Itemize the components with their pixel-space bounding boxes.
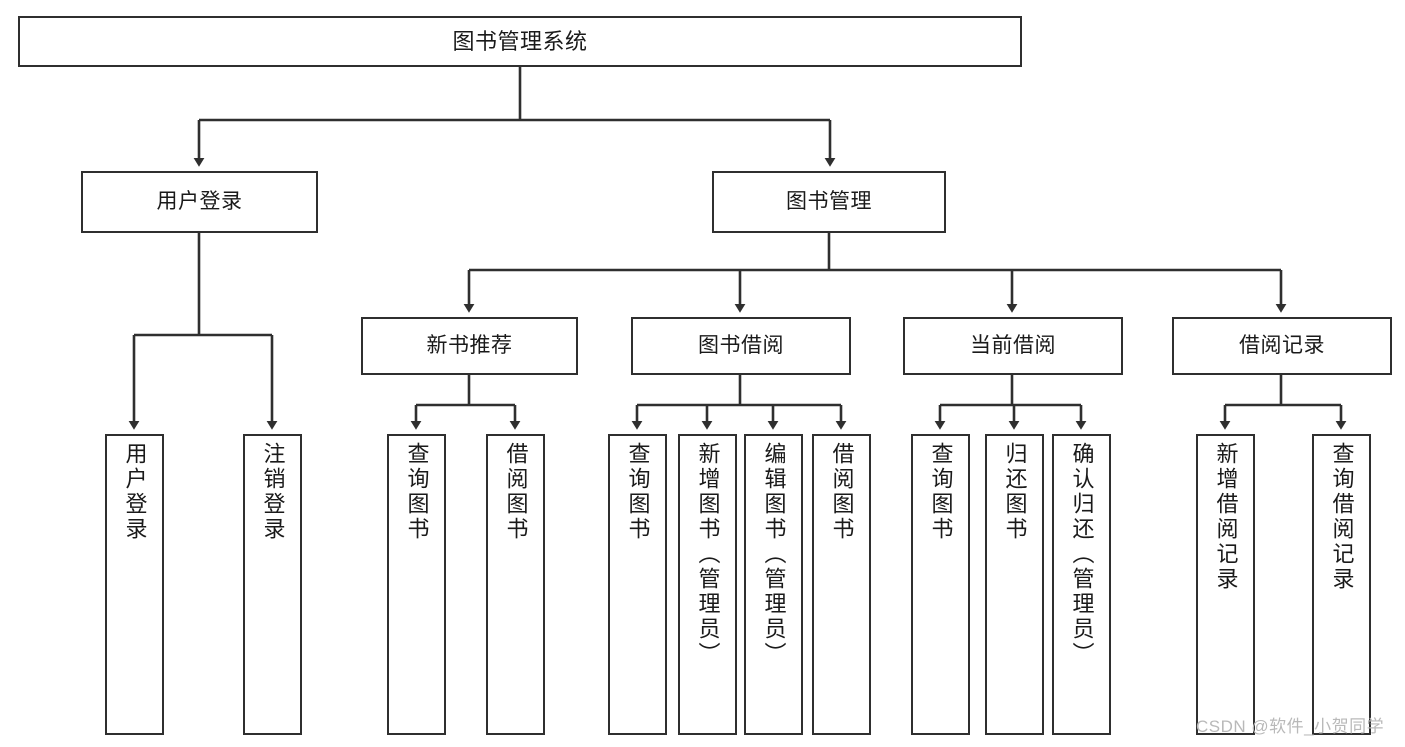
node-book-borrow[interactable]: 图书借阅: [631, 317, 851, 375]
node-leaf-confirm-return[interactable]: 确认归还（管理员）: [1052, 434, 1111, 735]
node-leaf-user-login[interactable]: 用户登录: [105, 434, 164, 735]
node-user-login-label: 用户登录: [156, 189, 243, 213]
node-current-borrow-label: 当前借阅: [970, 333, 1056, 357]
node-leaf-user-logout[interactable]: 注销登录: [243, 434, 302, 735]
node-leaf-query-book-borrow[interactable]: 查询图书: [608, 434, 667, 735]
node-leaf-edit-book[interactable]: 编辑图书（管理员）: [744, 434, 803, 735]
node-leaf-return-book-label: 归还图书: [1002, 442, 1028, 542]
node-borrow-record-label: 借阅记录: [1239, 333, 1325, 357]
node-leaf-return-book[interactable]: 归还图书: [985, 434, 1044, 735]
node-leaf-query-book-recommend-label: 查询图书: [404, 442, 430, 542]
node-leaf-borrow-book-recommend[interactable]: 借阅图书: [486, 434, 545, 735]
node-book-manage[interactable]: 图书管理: [712, 171, 946, 233]
node-root[interactable]: 图书管理系统: [18, 16, 1022, 67]
node-leaf-edit-book-label: 编辑图书（管理员）: [761, 442, 787, 667]
node-new-book-recommend[interactable]: 新书推荐: [361, 317, 578, 375]
node-book-borrow-label: 图书借阅: [698, 333, 784, 357]
node-leaf-confirm-return-label: 确认归还（管理员）: [1069, 442, 1095, 667]
node-leaf-query-book-current[interactable]: 查询图书: [911, 434, 970, 735]
node-leaf-query-borrow-record-label: 查询借阅记录: [1329, 442, 1355, 592]
node-leaf-borrow-book[interactable]: 借阅图书: [812, 434, 871, 735]
node-new-book-recommend-label: 新书推荐: [426, 333, 513, 357]
node-leaf-borrow-book-recommend-label: 借阅图书: [503, 442, 529, 542]
node-leaf-add-book[interactable]: 新增图书（管理员）: [678, 434, 737, 735]
node-leaf-query-book-borrow-label: 查询图书: [625, 442, 651, 542]
node-leaf-add-borrow-record-label: 新增借阅记录: [1213, 442, 1239, 592]
node-user-login[interactable]: 用户登录: [81, 171, 318, 233]
node-root-label: 图书管理系统: [452, 28, 588, 54]
node-leaf-user-logout-label: 注销登录: [260, 442, 286, 542]
node-leaf-query-book-recommend[interactable]: 查询图书: [387, 434, 446, 735]
node-leaf-query-book-current-label: 查询图书: [928, 442, 954, 542]
node-leaf-add-book-label: 新增图书（管理员）: [695, 442, 721, 667]
node-leaf-user-login-label: 用户登录: [122, 442, 148, 542]
csdn-watermark: CSDN @软件_小贺同学: [1196, 717, 1385, 736]
node-book-manage-label: 图书管理: [786, 189, 872, 213]
node-leaf-query-borrow-record[interactable]: 查询借阅记录: [1312, 434, 1371, 735]
node-leaf-borrow-book-label: 借阅图书: [829, 442, 855, 542]
node-leaf-add-borrow-record[interactable]: 新增借阅记录: [1196, 434, 1255, 735]
node-borrow-record[interactable]: 借阅记录: [1172, 317, 1392, 375]
node-current-borrow[interactable]: 当前借阅: [903, 317, 1123, 375]
